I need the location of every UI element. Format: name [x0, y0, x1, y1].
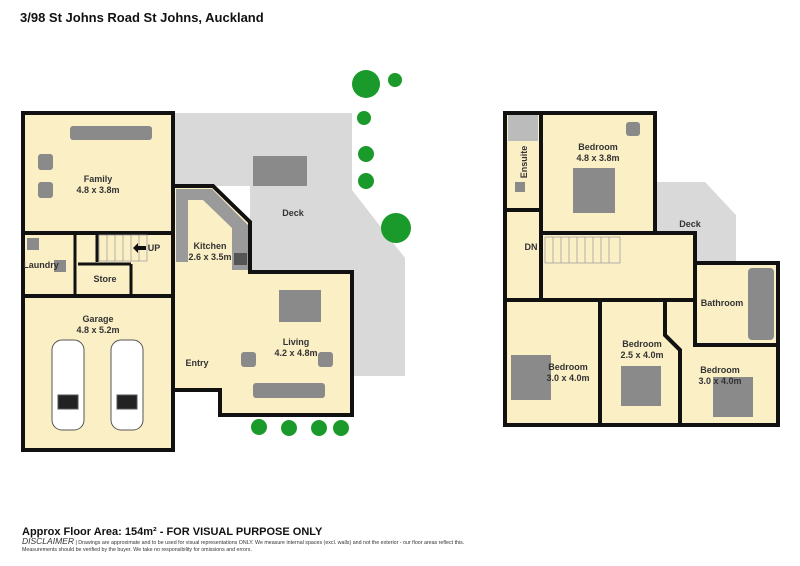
living-label: Living [283, 337, 310, 347]
stairs-dn-label: DN [525, 242, 538, 252]
garage-label: Garage [82, 314, 113, 324]
landing [503, 208, 543, 302]
footer: Approx Floor Area: 154m² - FOR VISUAL PU… [22, 526, 492, 553]
furniture [508, 115, 774, 417]
stairs-up-label: UP [148, 243, 161, 253]
bedroom-left-label: Bedroom [548, 362, 588, 372]
living-size: 4.2 x 4.8m [274, 348, 317, 358]
deck-ground [173, 113, 405, 376]
store-label: Store [93, 274, 116, 284]
floor-area: Approx Floor Area: 154m² - FOR VISUAL PU… [22, 526, 323, 538]
bedroom-main-label: Bedroom [578, 142, 618, 152]
kitchen-size: 2.6 x 3.5m [188, 252, 231, 262]
family-size: 4.8 x 3.8m [76, 185, 119, 195]
bedroom-right-label: Bedroom [700, 365, 740, 375]
disclaimer-text: | Drawings are approximate and to be use… [22, 540, 465, 553]
bathroom-label: Bathroom [701, 298, 744, 308]
bedroom-mid-size: 2.5 x 4.0m [620, 350, 663, 360]
stairs-down [544, 236, 621, 264]
disclaimer-title: DISCLAIMER [22, 536, 74, 546]
bedroom-main-size: 4.8 x 3.8m [576, 153, 619, 163]
tree-icon [251, 70, 411, 436]
deck-first-label: Deck [679, 219, 702, 229]
ensuite-label: Ensuite [519, 146, 529, 179]
bedroom-mid-label: Bedroom [622, 339, 662, 349]
room-garage [21, 294, 175, 452]
kitchen-label: Kitchen [193, 241, 226, 251]
laundry-label: Laundry [23, 260, 59, 270]
cooktop-icon [234, 253, 247, 265]
family-label: Family [84, 174, 113, 184]
furniture [27, 126, 333, 398]
room-kitchen-living [171, 184, 354, 417]
car-icon [51, 339, 144, 431]
bedroom-right-size: 3.0 x 4.0m [698, 376, 741, 386]
deck-label: Deck [282, 208, 305, 218]
entry-label: Entry [185, 358, 208, 368]
arrow-left-icon [133, 243, 146, 253]
kitchen-bench [176, 189, 248, 270]
bedroom-left-size: 3.0 x 4.0m [546, 373, 589, 383]
property-address: 3/98 St Johns Road St Johns, Auckland [20, 10, 264, 25]
garage-size: 4.8 x 5.2m [76, 325, 119, 335]
disclaimer: DISCLAIMER | Drawings are approximate an… [22, 536, 492, 553]
